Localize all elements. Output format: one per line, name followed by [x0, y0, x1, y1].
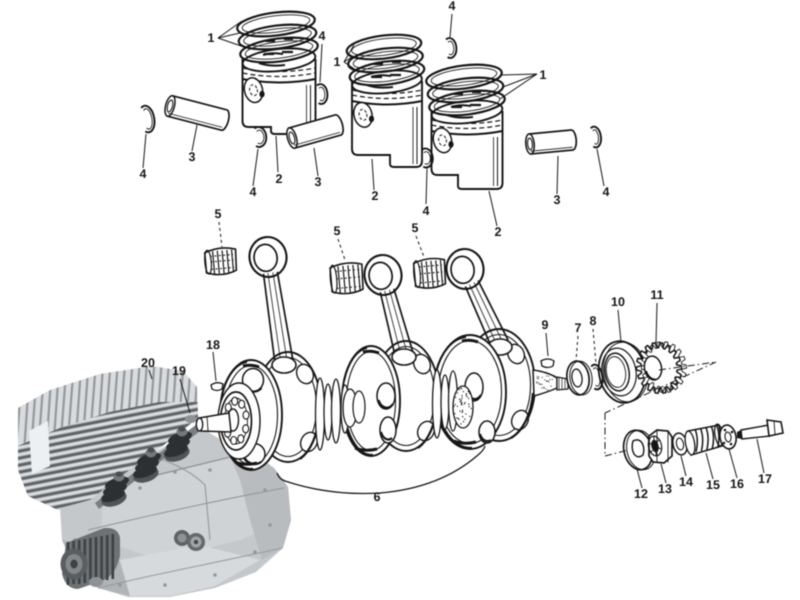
svg-text:8: 8	[590, 314, 597, 328]
svg-text:4: 4	[319, 29, 326, 43]
svg-text:10: 10	[611, 295, 625, 309]
svg-text:2: 2	[372, 189, 379, 203]
svg-text:5: 5	[215, 207, 222, 221]
svg-text:4: 4	[449, 0, 456, 13]
svg-text:4: 4	[250, 185, 257, 199]
svg-text:2: 2	[276, 172, 283, 186]
svg-text:6: 6	[374, 490, 381, 504]
svg-text:4: 4	[603, 185, 610, 199]
svg-text:15: 15	[706, 478, 720, 492]
svg-text:7: 7	[575, 321, 582, 335]
svg-text:3: 3	[315, 175, 322, 189]
svg-text:19: 19	[172, 364, 186, 378]
svg-text:14: 14	[679, 475, 693, 489]
svg-text:5: 5	[334, 224, 341, 238]
svg-text:1: 1	[540, 68, 547, 82]
svg-text:5: 5	[412, 221, 419, 235]
svg-text:2: 2	[495, 225, 502, 239]
svg-text:1: 1	[334, 55, 341, 69]
svg-text:9: 9	[542, 318, 549, 332]
svg-text:4: 4	[423, 204, 430, 218]
svg-text:17: 17	[758, 472, 772, 486]
svg-text:20: 20	[141, 356, 155, 370]
svg-text:3: 3	[554, 193, 561, 207]
svg-text:4: 4	[140, 167, 147, 181]
svg-text:3: 3	[189, 150, 196, 164]
svg-text:11: 11	[650, 288, 663, 302]
svg-text:13: 13	[658, 482, 672, 496]
svg-text:18: 18	[206, 338, 220, 352]
svg-text:12: 12	[634, 487, 648, 501]
svg-text:16: 16	[730, 477, 744, 491]
svg-text:1: 1	[208, 31, 215, 45]
